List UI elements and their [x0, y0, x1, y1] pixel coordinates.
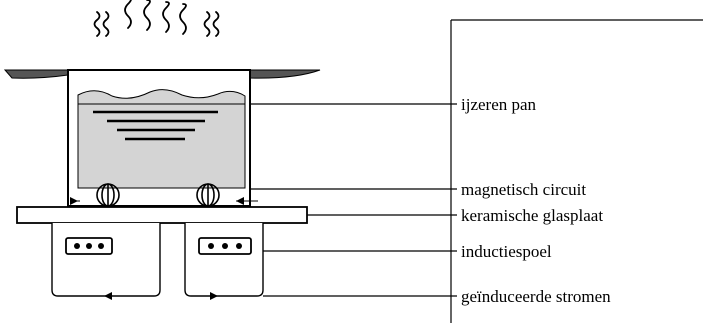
current-arrow-right	[210, 292, 218, 300]
cooktop-left	[3, 69, 69, 79]
label-induced-currents: geïnduceerde stromen	[461, 287, 611, 306]
heat-lines	[93, 110, 218, 141]
magnetic-circuit-right	[196, 183, 220, 207]
induction-coil-right	[184, 223, 264, 300]
current-arrow-left	[104, 292, 112, 300]
label-induction-coil: inductiespoel	[461, 242, 552, 261]
label-magnetic-circuit: magnetisch circuit	[461, 180, 586, 199]
ceramic-glass-plate	[16, 206, 308, 224]
label-iron-pan: ijzeren pan	[461, 95, 537, 114]
label-frame	[450, 19, 703, 323]
induction-coil-left	[51, 223, 161, 300]
cooktop-right	[249, 69, 321, 79]
cooktop-surface	[3, 69, 321, 79]
iron-pan	[67, 69, 251, 207]
magnetic-circuit-left	[96, 183, 120, 207]
leader-lines	[250, 103, 457, 297]
label-ceramic-glass-plate: keramische glasplaat	[461, 206, 603, 225]
steam-wisps	[93, 0, 220, 37]
